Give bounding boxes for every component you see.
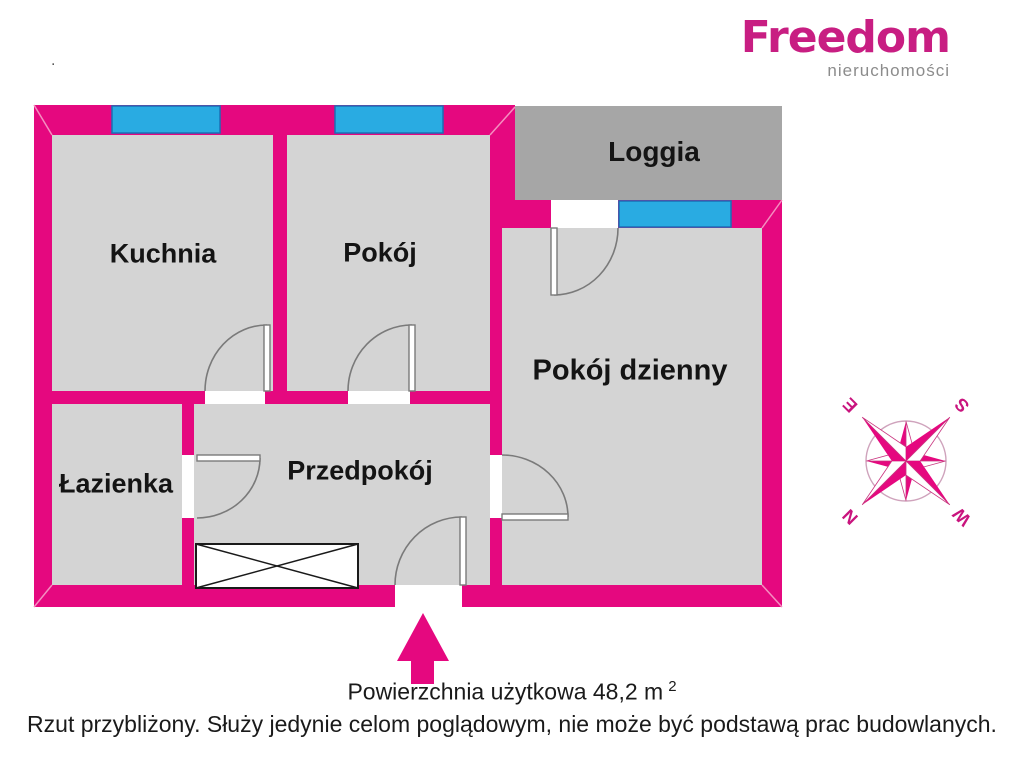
wall-pokoj-east: [490, 135, 515, 228]
area-superscript: 2: [668, 678, 677, 695]
pokoj-floor: [287, 135, 490, 391]
kuchnia-door-gap: [205, 391, 265, 404]
entrance-door-leaf: [459, 516, 467, 586]
compass-label-e: E: [839, 394, 862, 417]
wall-left: [34, 105, 52, 607]
kuchnia-window: [111, 105, 221, 134]
windows: [111, 105, 732, 228]
wall-miter-lines: [33, 104, 783, 608]
wall-przedpokoj-east: [490, 228, 502, 585]
pokoj-dzienny-door-leaf: [501, 513, 569, 521]
entrance-door-gap: [395, 585, 462, 607]
wall-right: [762, 200, 782, 607]
door-leaves: [196, 227, 569, 586]
balcony-door-gap: [551, 200, 618, 228]
miter-loggia-corner: [761, 199, 783, 229]
pokoj-dzienny-door-gap: [490, 455, 502, 518]
kuchnia-floor: [52, 135, 273, 391]
room-label-przedpokoj: Przedpokój: [287, 455, 433, 486]
entrance-door-arc: [394, 516, 463, 586]
miter-bottom-right: [761, 584, 783, 608]
miter-bottom-left: [33, 584, 53, 608]
pokoj-door-arc: [347, 324, 413, 392]
balcony-door-arc: [553, 227, 619, 296]
compass-point-west: [905, 460, 951, 506]
pokoj-door-leaf: [408, 324, 416, 392]
lazienka-door-leaf: [196, 454, 261, 462]
logo-title: Freedom: [740, 12, 951, 63]
compass-star: [861, 416, 951, 506]
loggia-floor: [515, 106, 782, 200]
room-label-kuchnia: Kuchnia: [109, 238, 217, 269]
compass-rose-icon: N E S W: [838, 394, 975, 530]
freedom-logo: Freedom nieruchomości: [740, 12, 951, 80]
pokoj-window: [334, 105, 444, 134]
entrance-arrow-icon: [397, 613, 449, 684]
kuchnia-door-leaf: [263, 324, 271, 392]
miter-top-mid: [489, 106, 516, 136]
lazienka-door-arc: [196, 457, 261, 519]
pokoj-dzienny-door-arc: [501, 454, 569, 518]
pokoj-door-gap: [348, 391, 410, 404]
door-arcs: [196, 227, 619, 586]
room-label-lazienka: Łazienka: [58, 468, 174, 499]
pokoj-dzienny-window: [618, 200, 732, 228]
disclaimer-text: Rzut przybliżony. Służy jedynie celom po…: [27, 711, 997, 737]
stray-dot: .: [51, 52, 56, 69]
room-label-pokoj-dzienny: Pokój dzienny: [532, 354, 728, 387]
wardrobe: [195, 543, 359, 589]
wall-kuchnia-pokoj: [273, 135, 287, 391]
lazienka-door-gap: [182, 455, 194, 518]
area-label: Powierzchnia użytkowa 48,2 m: [347, 678, 664, 705]
compass-label-n: N: [838, 505, 861, 528]
compass-label-w: W: [949, 504, 975, 530]
room-label-loggia: Loggia: [608, 136, 700, 167]
balcony-door-leaf: [550, 227, 558, 296]
room-label-pokoj: Pokój: [343, 237, 417, 268]
wardrobe-cross-line: [195, 543, 359, 589]
pokoj-dzienny-floor: [502, 228, 762, 585]
logo-subtitle: nieruchomości: [827, 61, 950, 80]
lazienka-floor: [52, 404, 182, 585]
compass-label-s: S: [951, 394, 974, 417]
kuchnia-door-arc: [204, 324, 268, 392]
miter-top-left: [33, 104, 53, 136]
door-gaps: [182, 200, 618, 607]
wall-przedpokoj-north: [52, 391, 490, 404]
